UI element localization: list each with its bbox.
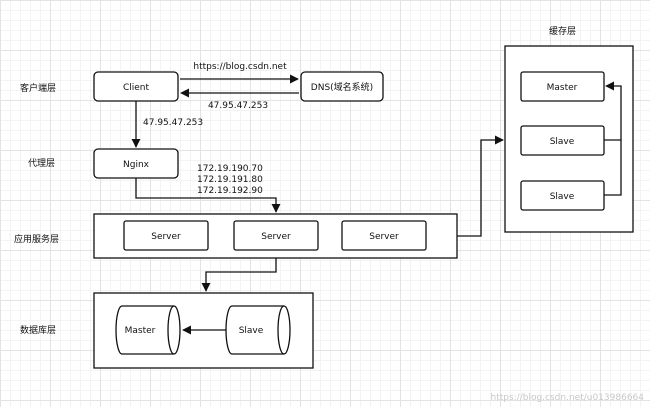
dns-to-client-label: 47.95.47.253 [208,101,268,111]
cache-slave-1-replication-arrow [604,81,622,141]
nginx-to-servers-arrow [135,178,281,213]
dns-label: DNS(域名系统) [311,81,373,93]
server-node-3[interactable]: Server [341,220,427,251]
db-slave-node[interactable]: Slave [225,305,291,355]
dns-node[interactable]: DNS(域名系统) [300,71,384,102]
layer-label-client: 客户端层 [20,82,56,94]
layer-label-proxy: 代理层 [28,158,55,169]
upstream-ip-2: 172.19.191.80 [197,175,263,185]
client-label: Client [123,83,150,93]
cache-master-node[interactable]: Master [520,71,605,102]
server-node-1[interactable]: Server [123,220,209,251]
cache-slave-2-label: Slave [550,192,575,202]
cache-master-label: Master [547,83,578,93]
upstream-ip-3: 172.19.192.90 [197,186,263,196]
server-node-2[interactable]: Server [233,220,319,251]
servers-to-cache-arrow [457,135,504,237]
server-1-label: Server [151,232,181,242]
cache-slave-2-replication-line [604,140,622,196]
db-master-label: Master [125,326,156,336]
layer-label-cache: 缓存层 [549,25,576,37]
servers-to-database-arrow [201,258,277,292]
layer-label-app: 应用服务层 [14,233,59,245]
cache-slave-node-1[interactable]: Slave [520,125,605,156]
upstream-ip-1: 172.19.190.70 [197,164,263,174]
nginx-node[interactable]: Nginx [93,148,179,179]
client-to-dns-label: https://blog.csdn.net [193,62,287,72]
cache-slave-1-label: Slave [550,137,575,147]
client-to-nginx-label: 47.95.47.253 [143,118,203,128]
client-node[interactable]: Client [93,71,179,102]
server-3-label: Server [369,232,399,242]
db-master-node[interactable]: Master [115,305,181,355]
db-slave-label: Slave [239,326,264,336]
cache-slave-node-2[interactable]: Slave [520,180,605,211]
layer-label-database: 数据库层 [20,324,56,336]
watermark: https://blog.csdn.net/u013986664 [490,393,644,403]
nginx-label: Nginx [123,160,150,170]
server-2-label: Server [261,232,291,242]
